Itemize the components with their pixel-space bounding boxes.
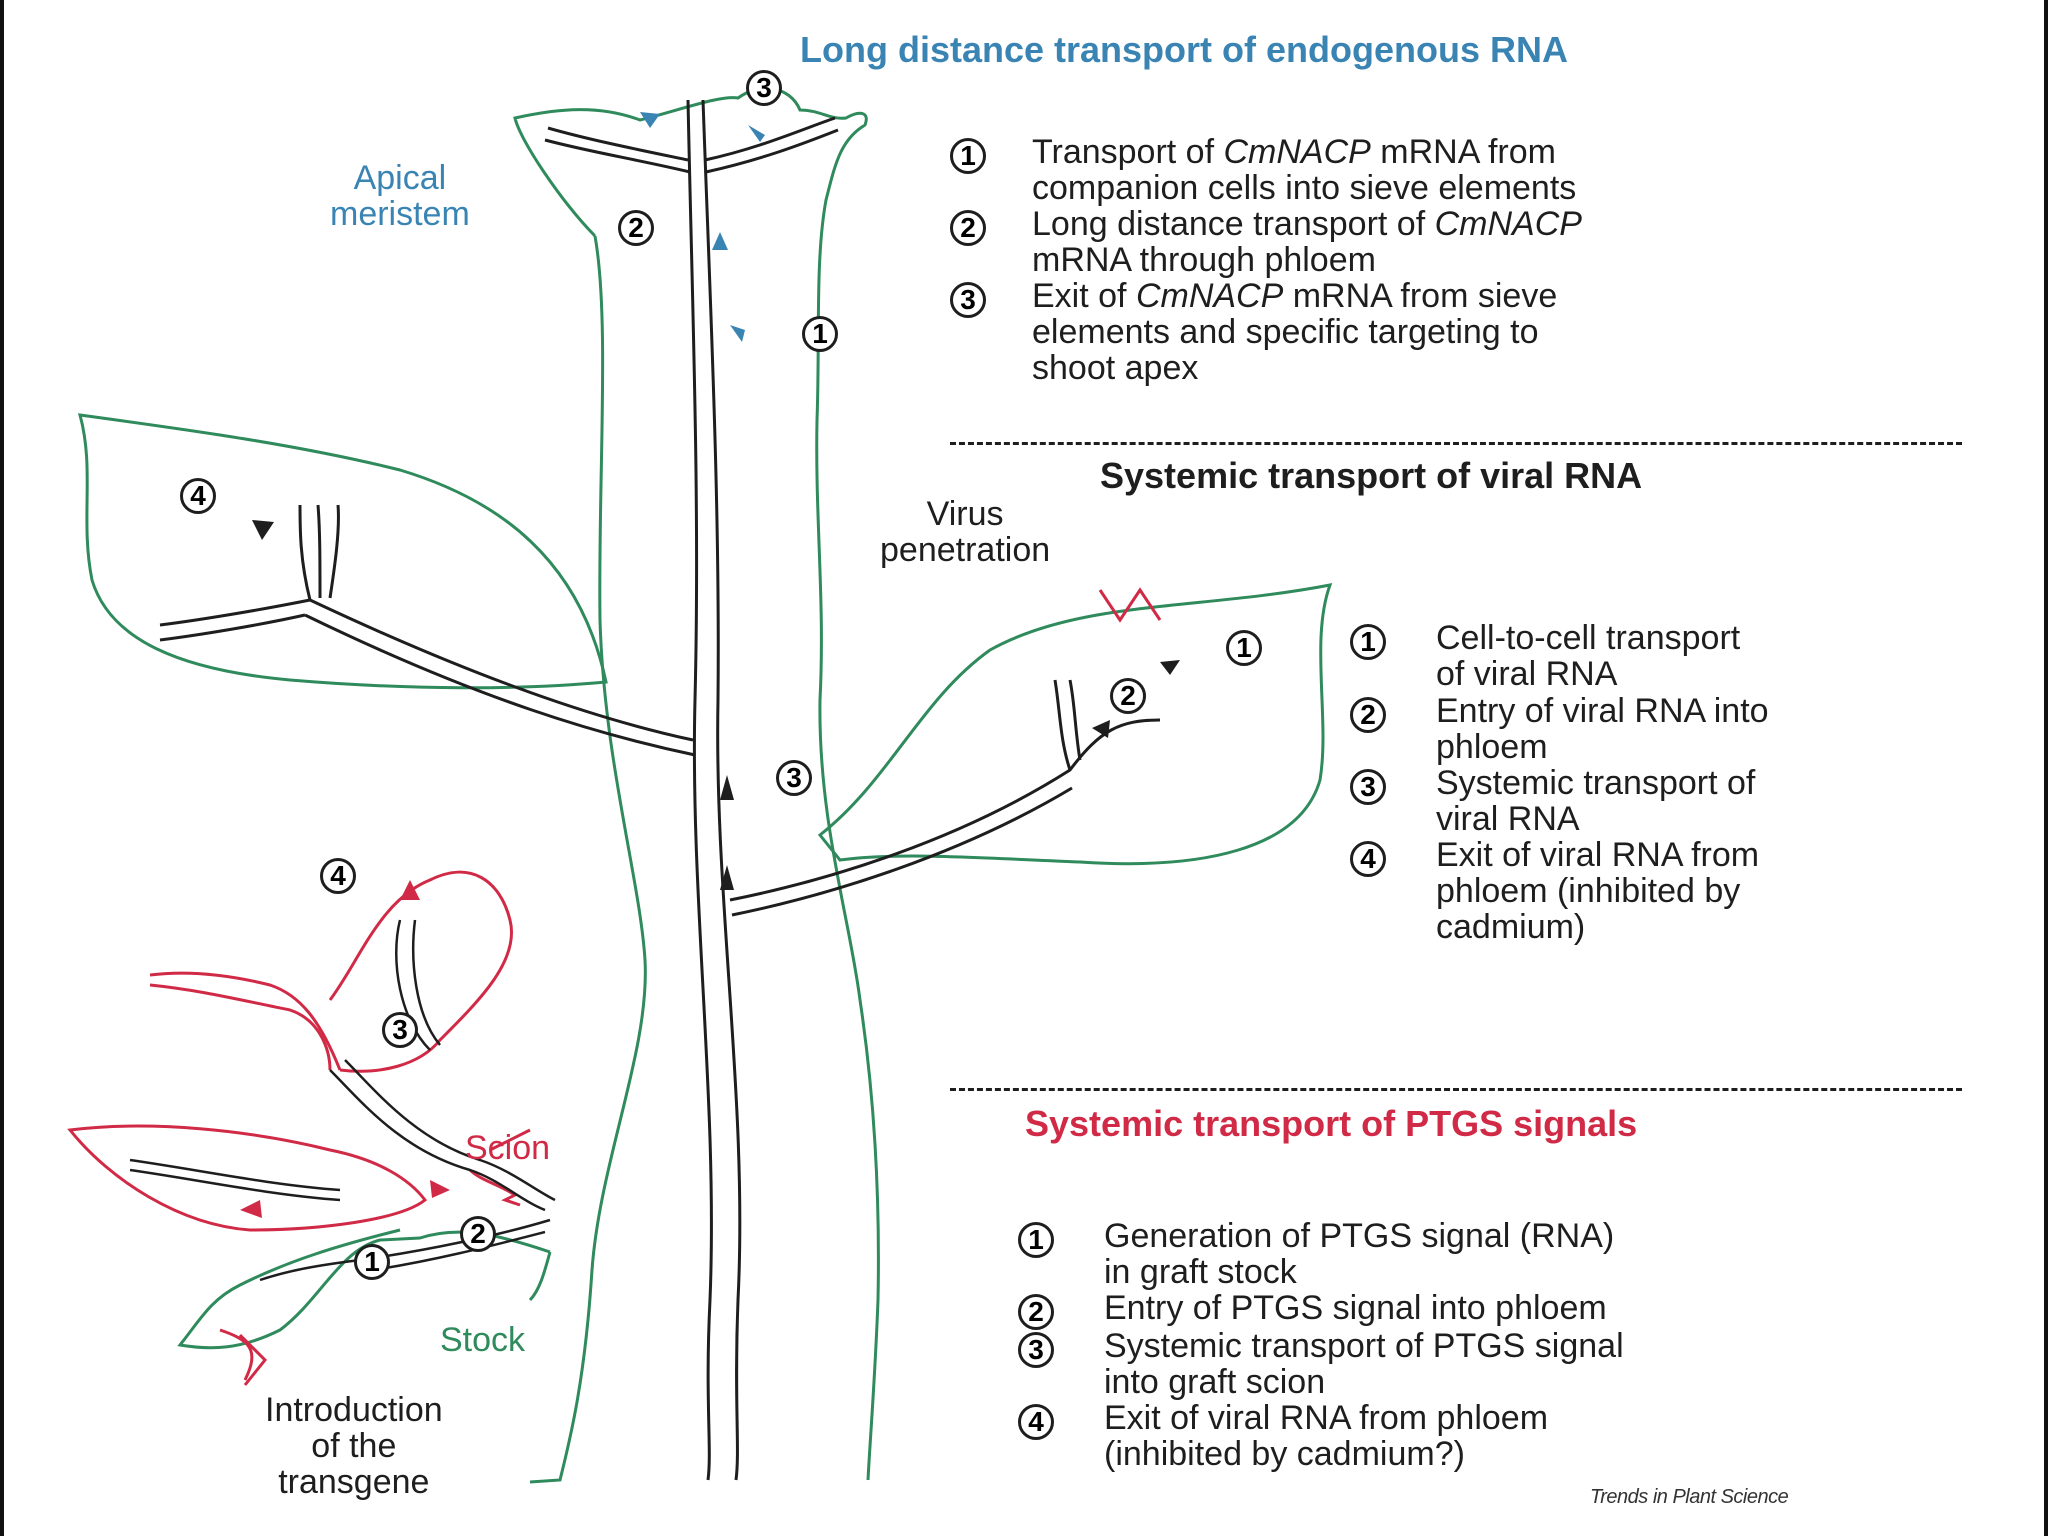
list-item: Generation of PTGS signal (RNA) in graft… [1104, 1217, 1615, 1291]
scion [67, 587, 1162, 1386]
item-number: 3 [950, 282, 986, 318]
item-number: 2 [1350, 697, 1386, 733]
list-item: Systemic transport of PTGS signal into g… [1104, 1327, 1624, 1401]
list-item: Entry of viral RNA into phloem [1436, 692, 1769, 766]
list-item: Entry of PTGS signal into phloem [1104, 1289, 1607, 1327]
marker-apex-3: 3 [746, 70, 782, 106]
list-item: Systemic transport of viral RNA [1436, 764, 1756, 838]
item-number: 3 [1350, 769, 1386, 805]
marker-vleaf-2: 2 [1110, 678, 1146, 714]
item-number: 2 [950, 210, 986, 246]
item-number: 2 [1018, 1294, 1054, 1330]
list-item: Exit of viral RNA from phloem (inhibited… [1104, 1399, 1549, 1473]
marker-vleaf-1: 1 [1226, 630, 1262, 666]
marker-red-3: 3 [382, 1012, 418, 1048]
divider-2 [950, 1088, 1962, 1091]
list-item: Long distance transport of CmNACP mRNA t… [1032, 205, 1582, 279]
label-stock: Stock [440, 1321, 526, 1359]
marker-apex-2: 2 [618, 210, 654, 246]
plant-outline [77, 86, 1333, 1484]
leaf-right [817, 583, 1333, 866]
heading-ptgs: Systemic transport of PTGS signals [1025, 1103, 1638, 1144]
phloem [159, 99, 1161, 1481]
item-number: 1 [1350, 624, 1386, 660]
label-introduction: Introduction of the transgene [265, 1391, 443, 1501]
label-virus-penetration: Virus penetration [880, 495, 1051, 569]
list-item: Cell-to-cell transport of viral RNA [1436, 619, 1741, 693]
list-item: Transport of CmNACP mRNA from companion … [1032, 133, 1577, 207]
list-item: Exit of viral RNA from phloem (inhibited… [1436, 836, 1760, 946]
marker-red-4: 4 [320, 858, 356, 894]
heading-endogenous: Long distance transport of endogenous RN… [800, 29, 1569, 70]
list-item: Exit of CmNACP mRNA from sieve elements … [1032, 277, 1558, 387]
arrows [252, 520, 1180, 890]
marker-red-1: 1 [354, 1244, 390, 1280]
label-apical-meristem: Apical meristem [330, 159, 470, 233]
credit: Trends in Plant Science [1590, 1486, 1789, 1508]
label-scion: Scion [465, 1129, 551, 1167]
item-number: 1 [1018, 1222, 1054, 1258]
leaf-upper-left [77, 413, 608, 690]
divider-1 [950, 442, 1962, 445]
item-number: 4 [1018, 1404, 1054, 1440]
marker-stem-1: 1 [802, 316, 838, 352]
marker-leaf-4: 4 [180, 478, 216, 514]
item-number: 4 [1350, 841, 1386, 877]
marker-red-2: 2 [460, 1216, 496, 1252]
marker-stem-3: 3 [776, 760, 812, 796]
leaf-stock [177, 1228, 551, 1350]
item-number: 1 [950, 138, 986, 174]
heading-viral: Systemic transport of viral RNA [1100, 455, 1643, 496]
item-number: 3 [1018, 1332, 1054, 1368]
